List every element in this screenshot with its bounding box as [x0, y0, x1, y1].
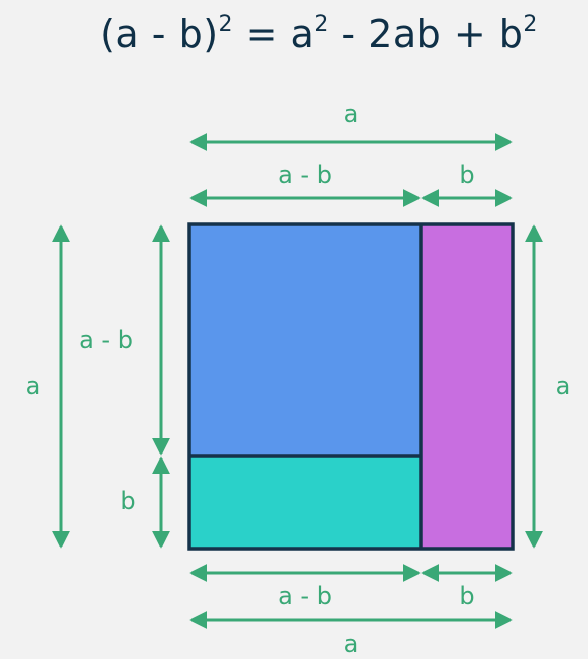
left-a-minus-b-label: a - b: [79, 326, 133, 354]
left-a-label: a: [26, 372, 41, 400]
region-bottom-rectangle: [189, 456, 421, 549]
formula-title: (a - b)2 = a2 - 2ab + b2: [100, 12, 538, 56]
bottom-a-minus-b-label: a - b: [278, 582, 332, 610]
bottom-b-label: b: [459, 582, 474, 610]
region-a-minus-b-squared: [189, 224, 421, 456]
bottom-a-label: a: [344, 630, 359, 658]
square-outline: [187, 222, 515, 551]
top-b-label: b: [459, 161, 474, 189]
top-a-label: a: [344, 100, 359, 128]
right-a-label: a: [556, 372, 571, 400]
left-b-label: b: [120, 487, 135, 515]
top-a-minus-b-label: a - b: [278, 161, 332, 189]
region-right-rectangle: [421, 224, 513, 549]
